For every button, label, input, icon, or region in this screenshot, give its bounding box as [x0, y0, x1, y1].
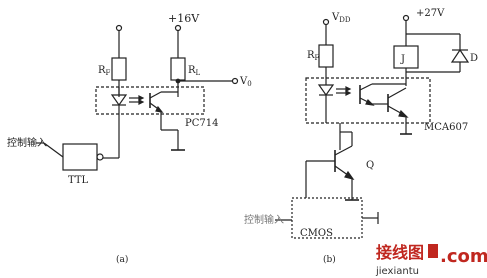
left-resistor-rf: [111, 57, 127, 81]
right-led-icon: [317, 84, 335, 97]
right-rf-label: RF: [307, 50, 320, 62]
left-input-label: 控制输入: [7, 136, 47, 149]
right-caption: (b): [323, 254, 336, 265]
right-supply-terminal: [402, 14, 410, 22]
right-supply-label: +27V: [416, 8, 445, 19]
left-optocoupler-box: [95, 86, 205, 115]
right-optocoupler-box: [305, 77, 431, 124]
left-resistor-rl: [170, 57, 186, 81]
left-output-label: V0: [239, 76, 252, 88]
left-supply-terminal: [174, 24, 182, 32]
right-relay-j: [393, 45, 419, 69]
right-ic-label: MCA607: [424, 122, 468, 133]
right-diode-icon: [450, 48, 470, 63]
right-vdd-terminal: [322, 18, 330, 26]
watermark-logo-icon: [428, 244, 438, 258]
left-output-terminal: [231, 77, 239, 85]
left-supply-label: +16V: [168, 12, 200, 25]
watermark-cn: 接线图: [376, 243, 424, 262]
right-relay-label: J: [400, 54, 405, 65]
right-gate-label: CMOS: [300, 228, 333, 239]
right-labels: VDD +27V RF J D MCA607 Q 控制输入 CMOS (b): [244, 8, 478, 265]
left-labels: +16V RF RL V0 PC714 控制输入 TTL (a): [7, 12, 252, 265]
left-rf-terminal: [115, 24, 123, 32]
left-rl-label: RL: [188, 65, 201, 77]
watermark: 接线图 .com jiexiantu: [375, 243, 487, 277]
right-diode-label: D: [470, 53, 478, 64]
right-circuit: [275, 14, 470, 239]
right-transistor-label: Q: [366, 160, 374, 171]
right-input-label: 控制输入: [244, 213, 284, 226]
left-ic-label: PC714: [185, 118, 218, 129]
left-circuit: [36, 24, 239, 171]
right-vdd-label: VDD: [331, 12, 351, 24]
watermark-dotcom: .com: [440, 246, 487, 267]
left-caption: (a): [116, 254, 128, 265]
left-ttl-inverter-bubble: [96, 153, 104, 161]
watermark-url: jiexiantu: [375, 266, 419, 277]
left-ttl-gate: [62, 143, 98, 171]
left-gate-label: TTL: [68, 175, 89, 186]
left-rf-label: RF: [98, 65, 111, 77]
right-resistor-rf: [318, 44, 334, 68]
